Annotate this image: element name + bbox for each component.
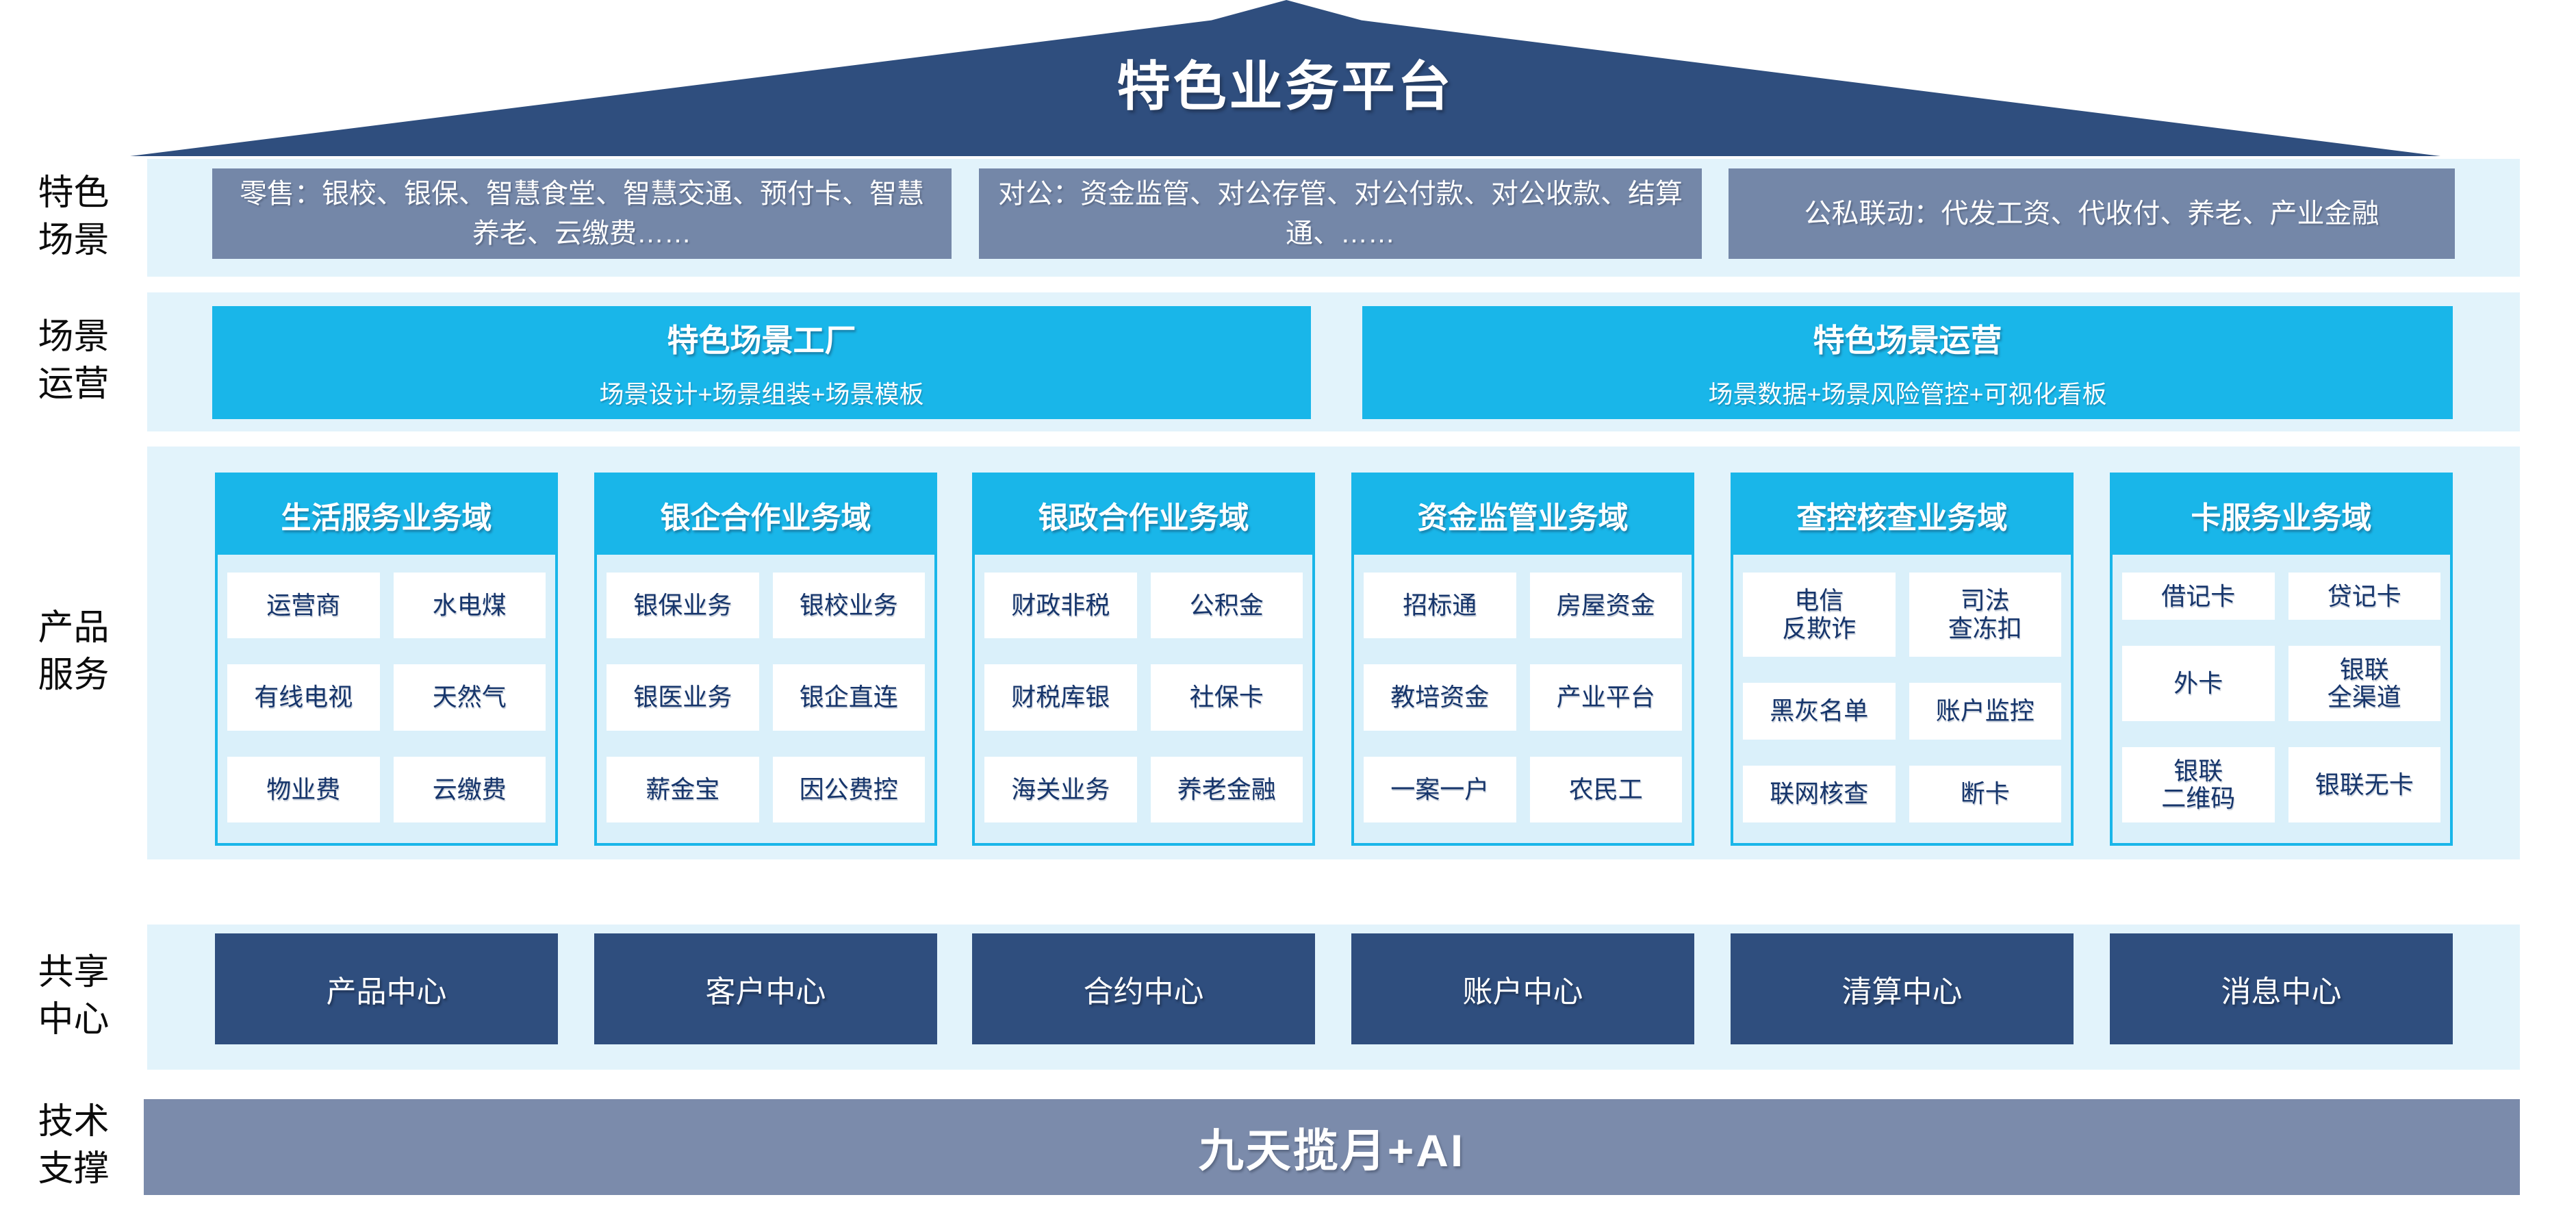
product-cell: 贷记卡 bbox=[2288, 573, 2440, 620]
product-cell: 联网核查 bbox=[1743, 766, 1896, 822]
product-cell: 海关业务 bbox=[984, 756, 1137, 822]
scene-box-linkage: 公私联动：代发工资、代收付、养老、产业金融 bbox=[1729, 168, 2455, 259]
row-label-share: 共享 中心 bbox=[38, 953, 110, 1040]
product-cell: 账户监控 bbox=[1909, 683, 2061, 740]
product-column-card-service: 卡服务业务域 借记卡 贷记卡 外卡 银联 全渠道 银联 二维码 银联无卡 bbox=[2110, 473, 2453, 846]
product-cell: 银联 二维码 bbox=[2122, 747, 2275, 822]
product-cell: 社保卡 bbox=[1150, 664, 1303, 731]
product-cell: 财税库银 bbox=[984, 664, 1137, 731]
product-cell: 有线电视 bbox=[227, 664, 380, 731]
product-cell: 教培资金 bbox=[1364, 664, 1516, 731]
product-cell: 借记卡 bbox=[2122, 573, 2275, 620]
operation-box-subtitle: 场景数据+场景风险管控+可视化看板 bbox=[1708, 379, 2107, 408]
share-center-customer: 客户中心 bbox=[594, 933, 937, 1044]
operation-box-title: 特色场景运营 bbox=[1813, 322, 2002, 358]
scene-box-corporate: 对公：资金监管、对公存管、对公付款、对公收款、结算通、…… bbox=[979, 168, 1702, 259]
share-center-account: 账户中心 bbox=[1351, 933, 1694, 1044]
product-cell: 司法 查冻扣 bbox=[1909, 573, 2061, 657]
operation-box-operate: 特色场景运营 场景数据+场景风险管控+可视化看板 bbox=[1362, 306, 2453, 419]
product-cell: 黑灰名单 bbox=[1743, 683, 1896, 740]
product-column-body: 电信 反欺诈 司法 查冻扣 黑灰名单 账户监控 联网核查 断卡 bbox=[1733, 555, 2071, 843]
product-column-header: 查控核查业务域 bbox=[1733, 475, 2071, 555]
product-column-body: 招标通 房屋资金 教培资金 产业平台 一案一户 农民工 bbox=[1354, 555, 1692, 843]
row-label-operation: 场景 运营 bbox=[38, 317, 110, 404]
product-cell: 外卡 bbox=[2122, 646, 2275, 722]
product-column-header: 生活服务业务域 bbox=[218, 475, 555, 555]
product-column-body: 借记卡 贷记卡 外卡 银联 全渠道 银联 二维码 银联无卡 bbox=[2113, 555, 2450, 843]
product-cell: 产业平台 bbox=[1529, 664, 1682, 731]
product-cell: 房屋资金 bbox=[1529, 573, 1682, 639]
product-cell: 物业费 bbox=[227, 756, 380, 822]
scene-box-retail: 零售：银校、银保、智慧食堂、智慧交通、预付卡、智慧养老、云缴费…… bbox=[212, 168, 952, 259]
product-cell: 银保业务 bbox=[607, 573, 759, 639]
share-center-message: 消息中心 bbox=[2110, 933, 2453, 1044]
row-label-scene: 特色 场景 bbox=[38, 173, 110, 260]
tech-support-bar: 九天揽月+AI bbox=[144, 1099, 2520, 1195]
product-cell: 水电煤 bbox=[393, 573, 546, 639]
product-cell: 电信 反欺诈 bbox=[1743, 573, 1896, 657]
product-cell: 财政非税 bbox=[984, 573, 1137, 639]
product-cell: 断卡 bbox=[1909, 766, 2061, 822]
product-column-body: 运营商 水电煤 有线电视 天然气 物业费 云缴费 bbox=[218, 555, 555, 843]
share-center-contract: 合约中心 bbox=[972, 933, 1315, 1044]
product-cell: 银企直连 bbox=[772, 664, 925, 731]
row-label-product: 产品 服务 bbox=[38, 608, 110, 695]
product-column-fund-supervision: 资金监管业务域 招标通 房屋资金 教培资金 产业平台 一案一户 农民工 bbox=[1351, 473, 1694, 846]
row-label-tech: 技术 支撑 bbox=[38, 1102, 110, 1189]
product-column-bank-government: 银政合作业务域 财政非税 公积金 财税库银 社保卡 海关业务 养老金融 bbox=[972, 473, 1315, 846]
product-cell: 运营商 bbox=[227, 573, 380, 639]
product-column-header: 资金监管业务域 bbox=[1354, 475, 1692, 555]
product-cell: 一案一户 bbox=[1364, 756, 1516, 822]
product-column-body: 银保业务 银校业务 银医业务 银企直连 薪金宝 因公费控 bbox=[597, 555, 934, 843]
product-cell: 银联无卡 bbox=[2288, 747, 2440, 822]
share-center-product: 产品中心 bbox=[215, 933, 558, 1044]
product-cell: 云缴费 bbox=[393, 756, 546, 822]
product-column-body: 财政非税 公积金 财税库银 社保卡 海关业务 养老金融 bbox=[975, 555, 1312, 843]
roof-banner: 特色业务平台 bbox=[130, 0, 2440, 156]
operation-box-subtitle: 场景设计+场景组装+场景模板 bbox=[599, 379, 924, 408]
product-column-header: 银政合作业务域 bbox=[975, 475, 1312, 555]
operation-box-factory: 特色场景工厂 场景设计+场景组装+场景模板 bbox=[212, 306, 1311, 419]
product-cell: 公积金 bbox=[1150, 573, 1303, 639]
product-column-header: 卡服务业务域 bbox=[2113, 475, 2450, 555]
product-cell: 天然气 bbox=[393, 664, 546, 731]
product-cell: 银医业务 bbox=[607, 664, 759, 731]
product-cell: 招标通 bbox=[1364, 573, 1516, 639]
product-column-inquiry-control: 查控核查业务域 电信 反欺诈 司法 查冻扣 黑灰名单 账户监控 联网核查 断卡 bbox=[1731, 473, 2074, 846]
operation-box-title: 特色场景工厂 bbox=[667, 322, 856, 358]
product-cell: 银校业务 bbox=[772, 573, 925, 639]
product-cell: 养老金融 bbox=[1150, 756, 1303, 822]
product-column-header: 银企合作业务域 bbox=[597, 475, 934, 555]
product-cell: 农民工 bbox=[1529, 756, 1682, 822]
product-column-bank-enterprise: 银企合作业务域 银保业务 银校业务 银医业务 银企直连 薪金宝 因公费控 bbox=[594, 473, 937, 846]
product-column-life-service: 生活服务业务域 运营商 水电煤 有线电视 天然气 物业费 云缴费 bbox=[215, 473, 558, 846]
product-cell: 银联 全渠道 bbox=[2288, 646, 2440, 722]
page-title: 特色业务平台 bbox=[1117, 56, 1454, 116]
product-cell: 因公费控 bbox=[772, 756, 925, 822]
product-cell: 薪金宝 bbox=[607, 756, 759, 822]
share-center-clearing: 清算中心 bbox=[1731, 933, 2074, 1044]
